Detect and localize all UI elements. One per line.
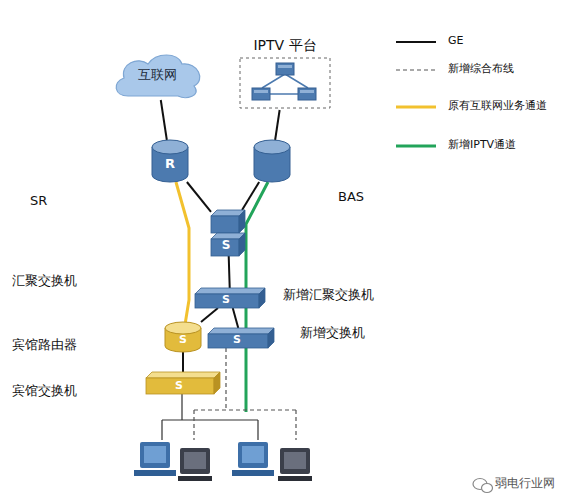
dashed-frame (240, 58, 330, 108)
pc-group (232, 442, 312, 481)
device-letter: S (165, 334, 201, 346)
box-front (195, 294, 259, 308)
hotel-router: S宾馆路由器 (165, 322, 201, 352)
ge-link (182, 352, 184, 372)
server-icon (298, 88, 316, 100)
box-side (259, 288, 265, 308)
ge-link (275, 110, 279, 140)
screen (242, 446, 264, 463)
legend-text: GE (448, 35, 463, 47)
hotel-switch: S宾馆交换机 (146, 372, 220, 394)
server-face (254, 90, 268, 93)
node-label: IPTV 平台 (238, 38, 332, 53)
node-shape (195, 288, 265, 308)
ge-link (233, 308, 239, 328)
keyboard (232, 470, 274, 476)
node-label: 新增汇聚交换机 (283, 288, 374, 302)
box-side (268, 328, 274, 348)
monitor (140, 442, 170, 468)
screen (184, 452, 206, 469)
legend-sample (396, 106, 436, 109)
device-letter: S (211, 239, 241, 252)
device-letter: S (195, 294, 257, 306)
screen (144, 446, 166, 463)
box-side (214, 372, 220, 394)
cylinder-top (165, 322, 201, 334)
core-switch: S汇聚交换机 (211, 210, 245, 256)
box-top (146, 372, 220, 378)
bubble (482, 484, 493, 493)
box-top (208, 328, 274, 334)
server-face (300, 90, 314, 93)
ge-link (228, 256, 231, 288)
legend-text: 原有互联网业务通道 (448, 100, 547, 112)
new-switch: S新增交换机 (208, 328, 274, 348)
node-label: 新增交换机 (300, 326, 365, 340)
node-shape (254, 140, 290, 182)
node-shape (208, 328, 274, 348)
legend-sample (396, 41, 436, 43)
cabling-line (162, 394, 258, 440)
ge-link (187, 182, 211, 212)
node-shape (146, 372, 220, 394)
monitor (180, 448, 210, 474)
bas-router: BAS (254, 140, 290, 182)
ge-link (201, 308, 218, 322)
monitor (280, 448, 310, 474)
screen (284, 452, 306, 469)
legend-text: 新增综合布线 (448, 63, 514, 75)
ge-link (161, 100, 167, 140)
node-label: 互联网 (110, 68, 204, 82)
keyboard (178, 476, 212, 481)
device-letter: S (208, 334, 266, 346)
watermark: 弱电行业网 (495, 477, 555, 490)
keyboard (134, 470, 176, 476)
legend-sample (396, 145, 436, 148)
box-top (195, 288, 265, 294)
node-label: 宾馆交换机 (12, 384, 77, 398)
box-side (239, 233, 245, 256)
device-letter: S (146, 380, 212, 392)
internet-channel-line (176, 182, 189, 322)
cylinder-top (254, 140, 290, 154)
router: RSR (152, 140, 188, 182)
box-front (146, 378, 214, 394)
server-face (278, 65, 292, 68)
node-label: 汇聚交换机 (12, 274, 77, 288)
aggregation-switch: S新增汇聚交换机 (195, 288, 265, 308)
node-label: 宾馆路由器 (12, 338, 77, 352)
device-letter: R (152, 157, 188, 171)
pc-group (134, 442, 212, 481)
legend-sample (396, 69, 436, 70)
ge-link (242, 182, 259, 210)
internet-cloud: 互联网 (110, 50, 204, 100)
server-icon (276, 63, 294, 75)
box-side (239, 210, 245, 233)
iptv-platform: IPTV 平台 (238, 38, 332, 110)
server-icon (252, 88, 270, 100)
node-label: BAS (338, 190, 364, 204)
keyboard (278, 476, 312, 481)
watermark-icon (473, 479, 493, 493)
box-front (211, 216, 239, 233)
monitor (238, 442, 268, 468)
node-label: SR (30, 194, 47, 208)
cylinder-top (152, 140, 188, 154)
box-front (208, 334, 268, 348)
legend-text: 新增IPTV通道 (448, 139, 516, 151)
